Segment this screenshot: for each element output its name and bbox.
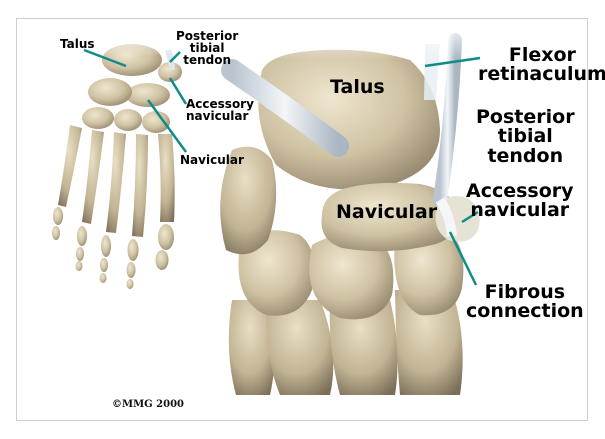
label-talus: Talus bbox=[330, 78, 385, 97]
small-label-talus: Talus bbox=[60, 38, 95, 50]
label-posterior-tibial-tendon: Posterior tibial tendon bbox=[476, 108, 575, 166]
small-label-posterior-tibial-tendon: Posterior tibial tendon bbox=[176, 30, 238, 67]
small-label-navicular: Navicular bbox=[180, 154, 244, 166]
label-fibrous-connection: Fibrous connection bbox=[466, 283, 584, 322]
label-navicular: Navicular bbox=[336, 203, 437, 222]
label-flexor-retinaculum: Flexor retinaculum bbox=[478, 46, 605, 85]
copyright-text: ©MMG 2000 bbox=[112, 399, 184, 410]
small-label-accessory-navicular: Accessory navicular bbox=[186, 98, 254, 122]
label-accessory-navicular: Accessory navicular bbox=[466, 182, 574, 221]
small-navicular-bone bbox=[126, 83, 170, 107]
